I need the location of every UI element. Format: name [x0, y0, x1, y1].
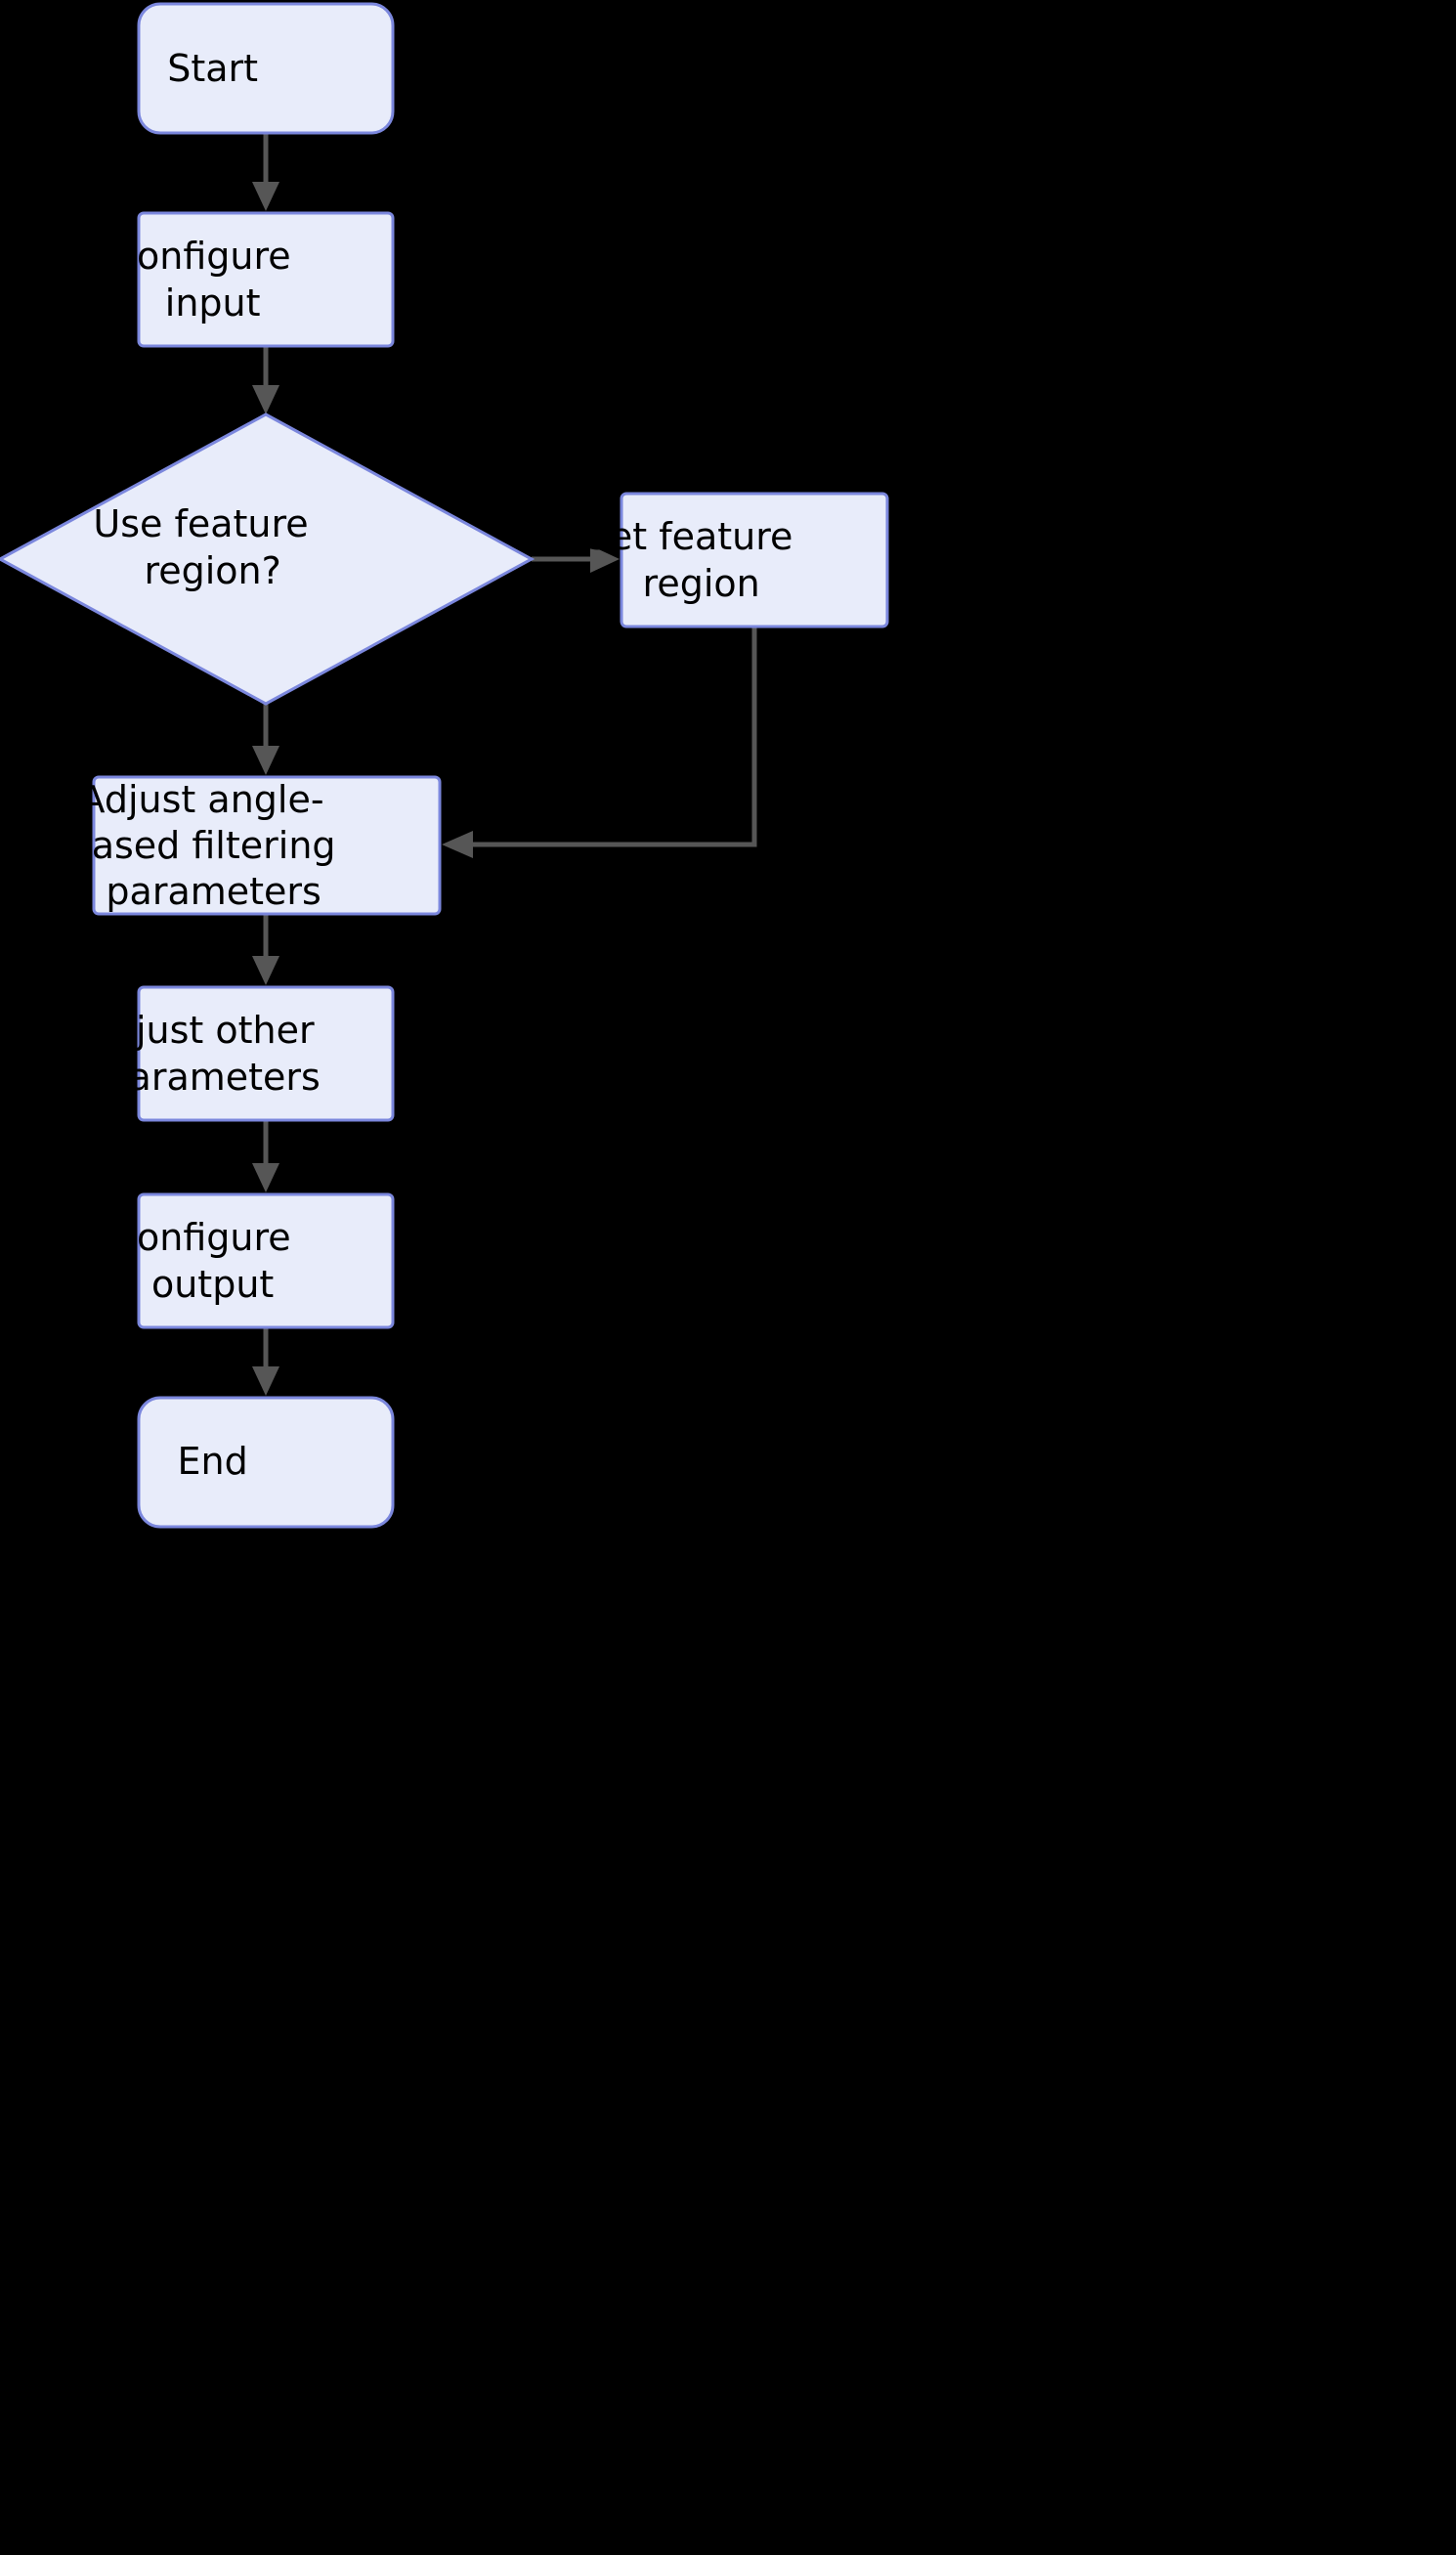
edge-adjust-angle-to-adjust-other: [252, 914, 279, 985]
node-use-feature-region[interactable]: Use feature region?: [0, 412, 535, 706]
node-use-feature-region-shape[interactable]: [0, 412, 535, 706]
node-adjust-angle-filtering-shape[interactable]: [92, 775, 442, 916]
edge-decision-to-adjust-angle: [252, 704, 279, 775]
nodes-layer: Start Configure input Use feature region…: [0, 2, 923, 1529]
node-end[interactable]: End: [137, 1396, 395, 1529]
edge-set-feature-region-to-adjust-angle: [442, 627, 757, 858]
node-configure-output-shape[interactable]: [137, 1192, 395, 1329]
node-start-label: Start: [167, 47, 364, 90]
node-set-feature-region-shape[interactable]: [620, 492, 889, 628]
node-configure-input-label: Configure input: [110, 235, 420, 325]
node-configure-output[interactable]: Configure output: [110, 1192, 420, 1329]
node-adjust-angle-filtering[interactable]: Adjust angle- based filtering parameters: [68, 775, 466, 916]
node-start[interactable]: Start: [137, 2, 395, 135]
node-configure-output-label: Configure output: [110, 1216, 420, 1306]
node-adjust-other-parameters-label: Adjust other parameters: [88, 1009, 445, 1099]
edge-decision-to-set-feature-region: [532, 545, 620, 573]
edge-start-to-configure-input: [252, 133, 279, 211]
edge-configure-output-to-end: [252, 1327, 279, 1396]
node-adjust-other-parameters-shape[interactable]: [137, 985, 395, 1122]
node-end-label: End: [178, 1440, 355, 1483]
edge-adjust-other-to-configure-output: [252, 1120, 279, 1192]
edges-layer: [252, 133, 757, 1396]
node-start-shape[interactable]: [137, 2, 395, 135]
node-adjust-angle-filtering-label: Adjust angle- based filtering parameters: [68, 778, 466, 913]
node-end-shape[interactable]: [137, 1396, 395, 1529]
node-configure-input[interactable]: Configure input: [110, 211, 420, 348]
node-adjust-other-parameters[interactable]: Adjust other parameters: [88, 985, 445, 1122]
node-configure-input-shape[interactable]: [137, 211, 395, 348]
node-set-feature-region-label: Set feature region: [586, 515, 923, 605]
node-use-feature-region-label: Use feature region?: [93, 502, 438, 592]
edge-configure-input-to-decision: [252, 346, 279, 414]
node-set-feature-region[interactable]: Set feature region: [586, 492, 923, 628]
